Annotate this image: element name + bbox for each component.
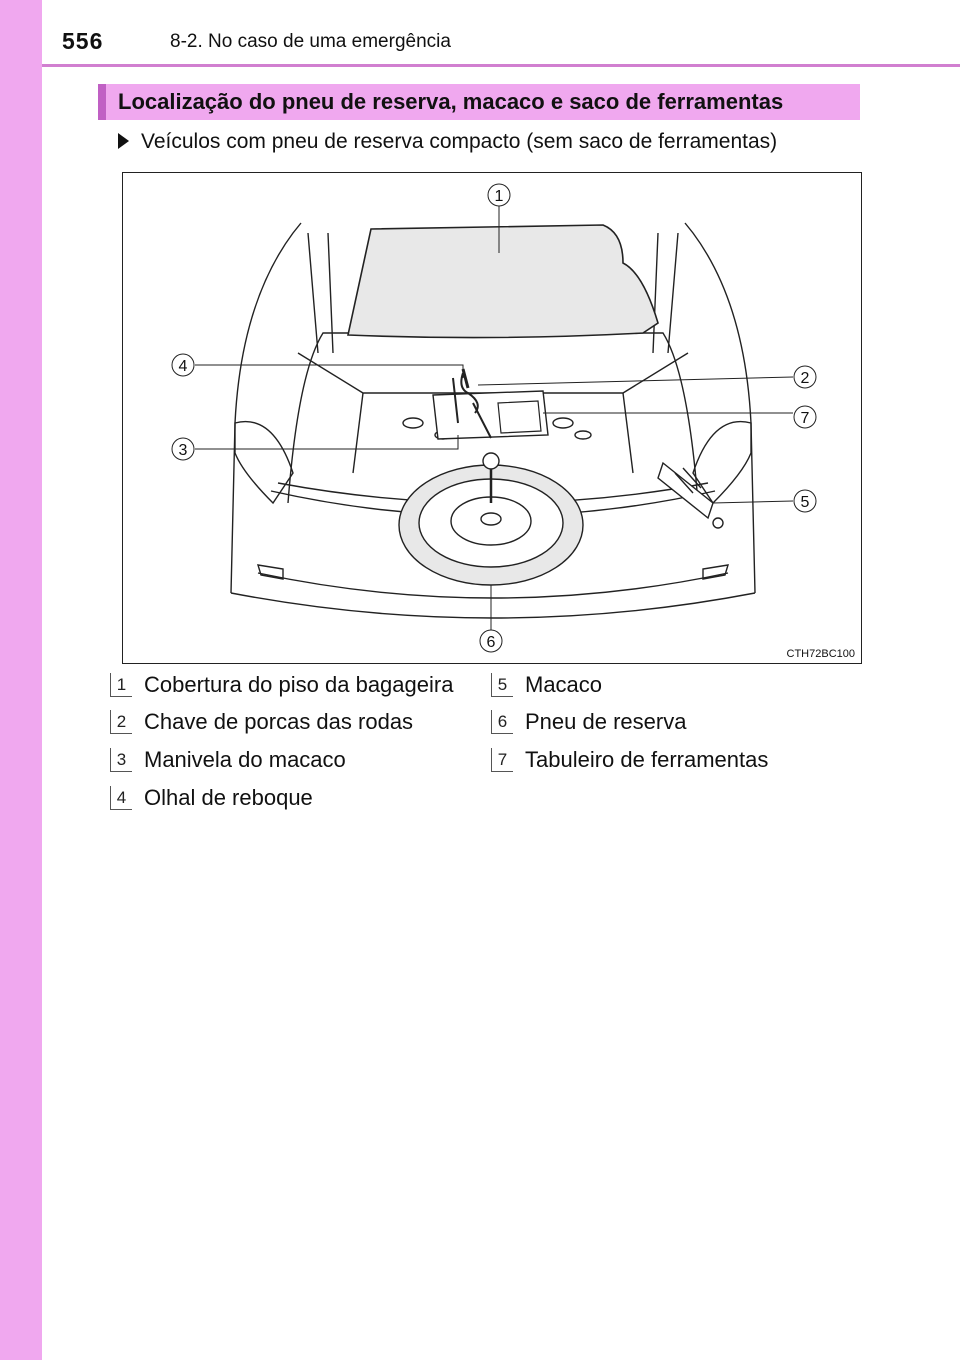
jack-handle xyxy=(472,402,492,439)
legend-number: 2 xyxy=(110,710,132,734)
trunk-back-wall xyxy=(297,352,689,394)
legend-number: 1 xyxy=(110,673,132,697)
floor-cover-panel xyxy=(347,224,659,339)
legend-number: 7 xyxy=(491,748,513,772)
legend-item-2: 2 Chave de porcas das rodas xyxy=(110,707,413,737)
left-tail-light xyxy=(234,421,294,505)
legend-item-7: 7 Tabuleiro de ferramentas xyxy=(491,745,768,775)
legend-item-5: 5 Macaco xyxy=(491,670,602,700)
callout-3: 3 xyxy=(171,437,195,461)
legend-number: 6 xyxy=(491,710,513,734)
legend-label: Manivela do macaco xyxy=(144,747,346,772)
legend-label: Olhal de reboque xyxy=(144,785,313,810)
legend-item-4: 4 Olhal de reboque xyxy=(110,783,313,813)
callout-6: 6 xyxy=(479,629,503,653)
chapter-title: 8-2. No caso de uma emergência xyxy=(170,31,451,52)
right-hinge xyxy=(652,232,679,354)
svg-text:1: 1 xyxy=(495,188,504,205)
right-reflector xyxy=(702,564,729,580)
left-hinge xyxy=(307,232,334,354)
bumper-upper xyxy=(257,572,729,599)
legend-label: Tabuleiro de ferramentas xyxy=(525,747,769,772)
section-title: Localização do pneu de reserva, macaco e… xyxy=(98,84,860,120)
jack xyxy=(657,461,724,529)
bullet-text: Veículos com pneu de reserva compacto (s… xyxy=(141,130,778,153)
towing-eyelet xyxy=(461,368,470,389)
callout-7: 7 xyxy=(793,405,817,429)
svg-text:4: 4 xyxy=(179,358,188,375)
right-tail-light xyxy=(692,421,752,505)
svg-text:7: 7 xyxy=(801,410,810,427)
legend-label: Pneu de reserva xyxy=(525,709,687,734)
legend-label: Chave de porcas das rodas xyxy=(144,709,414,734)
header-divider xyxy=(42,64,960,67)
svg-text:5: 5 xyxy=(801,494,810,511)
trunk-illustration: 1 4 2 7 3 5 6 CTH72BC100 xyxy=(122,172,862,664)
wheel-nut-wrench xyxy=(452,372,479,424)
side-color-bar xyxy=(0,0,42,1360)
car-body-outline xyxy=(230,222,756,594)
spare-tire xyxy=(398,452,584,586)
callout-5: 5 xyxy=(793,489,817,513)
legend-number: 4 xyxy=(110,786,132,810)
legend-label: Macaco xyxy=(525,672,603,697)
bullet-item: Veículos com pneu de reserva compacto (s… xyxy=(118,130,777,154)
svg-text:2: 2 xyxy=(801,370,810,387)
legend-number: 5 xyxy=(491,673,513,697)
svg-text:6: 6 xyxy=(487,634,496,651)
triangle-bullet-icon xyxy=(118,133,129,149)
tool-tray xyxy=(432,390,549,440)
trunk-diagram: 1 4 2 7 3 5 6 xyxy=(171,183,817,653)
figure-code: CTH72BC100 xyxy=(786,648,855,660)
legend-number: 3 xyxy=(110,748,132,772)
legend-item-6: 6 Pneu de reserva xyxy=(491,707,686,737)
callout-2: 2 xyxy=(793,365,817,389)
page-number: 556 xyxy=(62,28,104,54)
legend-label: Cobertura do piso da bagageira xyxy=(144,672,454,697)
callout-4: 4 xyxy=(171,353,195,377)
legend-item-3: 3 Manivela do macaco xyxy=(110,745,346,775)
floor-recess xyxy=(402,417,424,429)
callout-leader-lines xyxy=(195,205,794,631)
callout-1: 1 xyxy=(487,183,511,207)
trunk-side-walls xyxy=(352,392,634,474)
callouts: 1 4 2 7 3 5 6 xyxy=(171,183,817,653)
svg-text:3: 3 xyxy=(179,442,188,459)
legend-item-1: 1 Cobertura do piso da bagageira xyxy=(110,670,453,700)
left-reflector xyxy=(257,564,284,580)
bumper-lower xyxy=(230,592,756,619)
